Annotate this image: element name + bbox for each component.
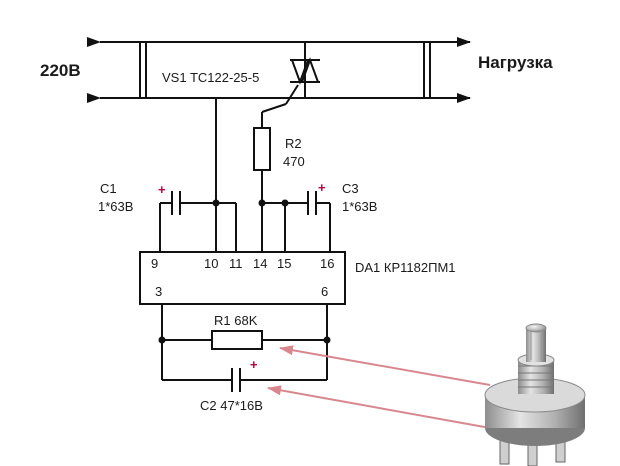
c2-plus: + bbox=[250, 357, 258, 372]
pin-11: 11 bbox=[229, 256, 243, 271]
c3-plus: + bbox=[318, 180, 326, 195]
c1-value: 1*63В bbox=[98, 199, 133, 214]
input-voltage-label: 220В bbox=[40, 61, 81, 80]
resistor-r2 bbox=[253, 112, 271, 252]
c1-plus: + bbox=[158, 182, 166, 197]
r2-value: 470 bbox=[283, 154, 305, 169]
r1-label: R1 68K bbox=[214, 313, 258, 328]
ic-da1 bbox=[139, 251, 346, 305]
r1-c2-network bbox=[158, 304, 331, 392]
pin-9: 9 bbox=[151, 256, 158, 271]
triac-label: VS1 TC122-25-5 bbox=[162, 70, 259, 85]
load-label: Нагрузка bbox=[478, 53, 553, 72]
c3-value: 1*63В bbox=[342, 199, 377, 214]
pin-3: 3 bbox=[155, 284, 162, 299]
mains-lines bbox=[87, 37, 471, 103]
potentiometer-photo bbox=[484, 323, 586, 466]
pointer-arrow-c2 bbox=[267, 385, 491, 429]
c1-name: C1 bbox=[100, 181, 117, 196]
ic-label: DA1 КР1182ПМ1 bbox=[355, 260, 456, 275]
capacitor-c3 bbox=[258, 191, 331, 252]
pin-6: 6 bbox=[321, 284, 328, 299]
r2-name: R2 bbox=[285, 136, 302, 151]
c3-name: C3 bbox=[342, 181, 359, 196]
pointer-arrow-r1 bbox=[279, 345, 491, 386]
pin-10: 10 bbox=[204, 256, 218, 271]
pin-16: 16 bbox=[320, 256, 334, 271]
capacitor-c1 bbox=[159, 191, 237, 252]
pin-15: 15 bbox=[277, 256, 291, 271]
triac-vs1 bbox=[261, 42, 320, 113]
pin-14: 14 bbox=[253, 256, 267, 271]
c2-label: C2 47*16В bbox=[200, 398, 263, 413]
